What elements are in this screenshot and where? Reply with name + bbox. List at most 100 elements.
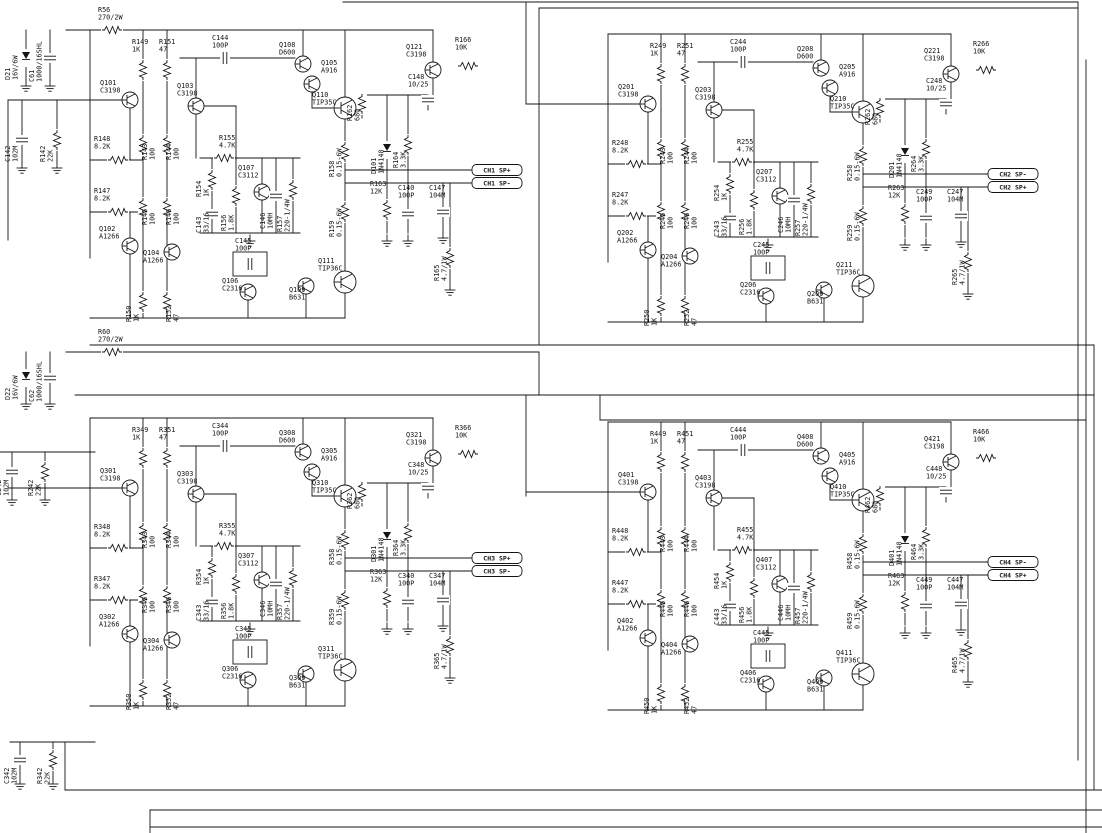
svg-text:R443: R443 [659,536,667,552]
svg-text:R355: R355 [219,522,235,530]
svg-text:12K: 12K [888,192,901,200]
svg-text:C340: C340 [398,572,414,580]
svg-text:C347: C347 [429,572,445,580]
svg-text:R365: R365 [433,653,441,669]
svg-text:R358: R358 [328,549,336,565]
svg-text:R166: R166 [455,36,471,44]
output-terminal-ch1minussp-: CH1 SP- [471,177,523,189]
symbol-layer [5,25,997,771]
svg-text:C345: C345 [235,625,251,633]
svg-text:R354: R354 [195,569,203,585]
svg-text:R364: R364 [392,540,400,556]
svg-text:100: 100 [149,213,157,225]
svg-text:4.7K: 4.7K [737,146,754,154]
svg-text:Q405: Q405 [839,451,855,459]
svg-text:8.2K: 8.2K [612,535,629,543]
svg-text:R143: R143 [141,144,149,160]
svg-text:B631: B631 [289,294,305,302]
svg-text:C3198: C3198 [100,87,120,95]
svg-text:100P: 100P [235,245,251,253]
svg-text:0.15-6W: 0.15-6W [854,211,862,241]
svg-text:10MH: 10MH [785,217,793,233]
svg-text:R359: R359 [328,609,336,625]
svg-text:0.15-6W: 0.15-6W [336,595,344,625]
svg-text:B631: B631 [807,686,823,694]
svg-text:TIP35C: TIP35C [312,99,337,107]
svg-text:100P: 100P [730,434,746,442]
svg-text:R459: R459 [846,613,854,629]
svg-text:C245: C245 [753,241,769,249]
svg-text:TIP35C: TIP35C [830,491,855,499]
svg-text:R247: R247 [612,191,628,199]
svg-text:33/16: 33/16 [721,217,729,237]
svg-text:Q101: Q101 [100,79,116,87]
svg-text:A1266: A1266 [661,261,681,269]
svg-text:R444: R444 [683,536,691,552]
svg-text:R363: R363 [370,568,386,576]
svg-text:Q409: Q409 [807,678,823,686]
svg-text:C142: C142 [4,146,12,162]
svg-text:Q202: Q202 [617,229,633,237]
svg-text:8.2K: 8.2K [612,587,629,595]
svg-text:TIP35C: TIP35C [312,487,337,495]
svg-text:R250: R250 [643,310,651,326]
svg-text:22K: 22K [35,483,43,496]
svg-text:100P: 100P [212,430,228,438]
svg-text:R154: R154 [195,181,203,197]
svg-text:1K: 1K [651,317,659,326]
svg-text:CH4 SP-: CH4 SP- [999,558,1026,566]
svg-text:Q108: Q108 [279,41,295,49]
svg-text:C449: C449 [916,576,932,584]
svg-text:R356: R356 [220,603,228,619]
svg-text:Q407: Q407 [756,556,772,564]
svg-text:D600: D600 [797,53,813,61]
svg-text:C346: C346 [259,601,267,617]
svg-text:R251: R251 [677,42,693,50]
svg-text:100: 100 [149,148,157,160]
svg-text:R162: R162 [346,105,354,121]
svg-text:R264: R264 [910,156,918,172]
output-terminal-ch2minusspplus: CH2 SP+ [987,181,1039,193]
svg-text:10K: 10K [973,436,986,444]
svg-text:Q305: Q305 [321,447,337,455]
svg-text:Q301: Q301 [100,467,116,475]
svg-text:C2316: C2316 [222,673,242,681]
svg-text:R163: R163 [370,180,386,188]
